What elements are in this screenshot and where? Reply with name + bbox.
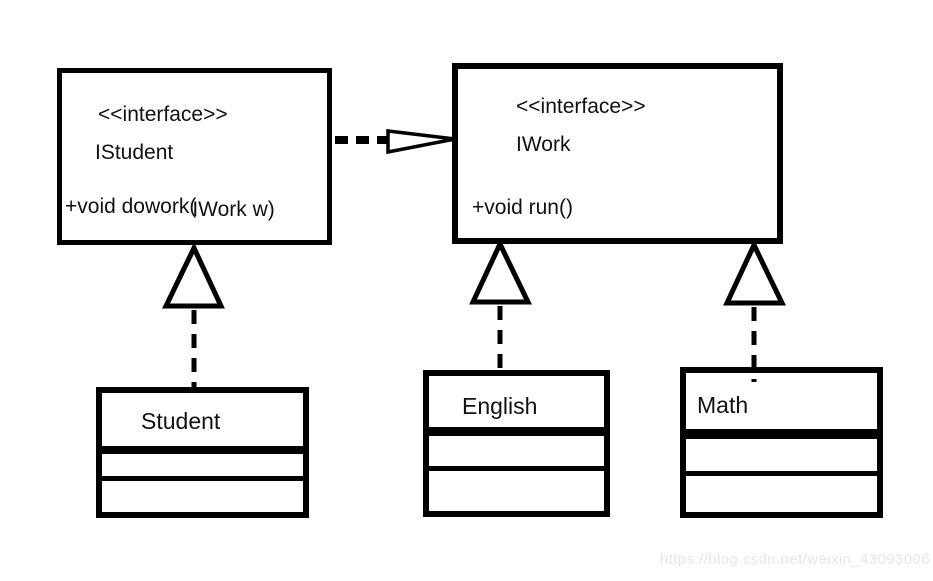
istudent-method-prefix: +void dowork( (65, 195, 197, 218)
realization-triangle-icon (723, 239, 786, 306)
realization-arrow-student-to-istudent (162, 242, 225, 388)
english-divider-2 (429, 466, 604, 471)
math-divider-2 (686, 471, 877, 476)
node-student: Student (96, 387, 309, 518)
istudent-name: IStudent (95, 141, 174, 164)
math-name: Math (697, 392, 749, 418)
dependency-arrow-istudent-to-iwork (335, 129, 456, 155)
english-divider-1 (429, 427, 604, 436)
student-name: Student (141, 408, 221, 434)
iwork-stereotype: <<interface>> (516, 95, 646, 118)
istudent-method: +void dowork(IWork w) (65, 195, 279, 221)
node-math: Math (680, 367, 883, 518)
realization-triangle-icon (162, 242, 225, 309)
realization-arrow-english-to-iwork (469, 238, 532, 371)
realization-triangle-icon (469, 238, 532, 305)
math-divider-1 (686, 429, 877, 439)
english-name: English (462, 393, 538, 419)
node-english: English (423, 370, 610, 517)
node-iwork: <<interface>> IWork +void run() (452, 63, 783, 244)
student-divider-2 (102, 476, 303, 481)
iwork-method: +void run() (472, 196, 573, 219)
istudent-method-param: IWork w) (192, 198, 275, 221)
node-istudent: <<interface>> IStudent +void dowork(IWor… (57, 68, 332, 245)
iwork-name: IWork (516, 133, 571, 156)
realization-arrow-math-to-iwork (723, 239, 786, 382)
csdn-watermark: https://blog.csdn.net/weixin_43093006 (660, 551, 930, 568)
istudent-stereotype: <<interface>> (98, 103, 228, 126)
dependency-arrowhead-icon (386, 129, 456, 155)
student-divider-1 (102, 446, 303, 454)
